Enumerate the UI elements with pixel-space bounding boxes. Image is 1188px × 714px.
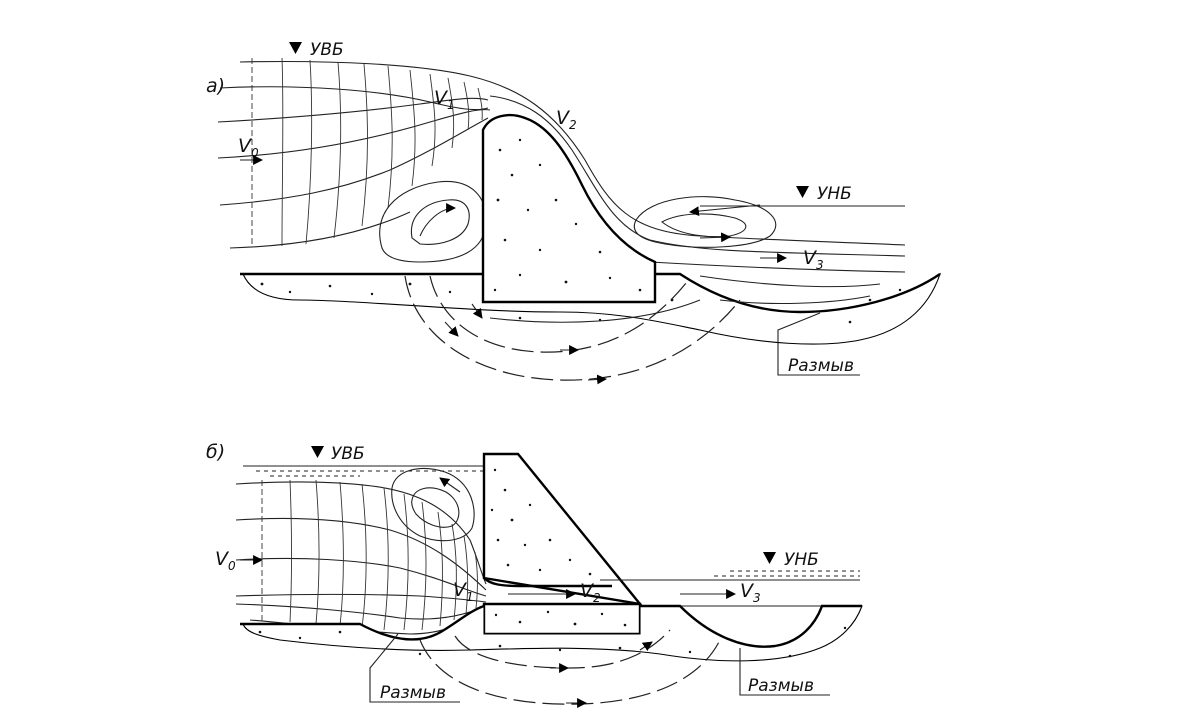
equipotential-lines-b: [261, 479, 478, 631]
ground-line-a: [240, 272, 941, 314]
v3-label-a: V3: [803, 247, 824, 272]
dam-dots-a: [493, 138, 642, 292]
uvb-level-lines-b: [243, 465, 484, 477]
razmyv-leader-a: [777, 312, 860, 376]
triangle-down-icon: [796, 186, 809, 198]
panel-b-label: б): [206, 441, 225, 463]
soil-dots-a: [260, 282, 902, 324]
unb-level-lines-b: [600, 570, 860, 607]
panel-b: б) УВБ: [206, 441, 863, 708]
upstream-streamlines-b: [235, 481, 487, 635]
razmyv-leader-b1: [369, 633, 460, 703]
v1-label-b: V1: [453, 579, 474, 604]
razmyv-leader-b2: [739, 648, 830, 696]
upstream-streamlines-a: [217, 60, 906, 249]
dam-body-a: [481, 114, 657, 304]
downstream-eddy-a: [633, 196, 777, 248]
unb-label-b: УНБ: [784, 550, 819, 570]
razmyv-label-b1: Размыв: [380, 683, 446, 703]
equipotential-lines-a: [251, 57, 483, 247]
v0-label-a: V0: [238, 135, 259, 160]
v0-label-b: V0: [215, 548, 236, 573]
upstream-eddy-a: [379, 180, 487, 263]
v3-label-b: V3: [740, 580, 761, 605]
v2-label-b: V2: [580, 580, 601, 605]
ground-line-b: [240, 604, 862, 648]
seepage-lines-a: [404, 275, 741, 385]
upstream-eddy-b: [391, 468, 475, 542]
unb-label-a: УНБ: [817, 184, 852, 204]
panel-a-label: а): [206, 75, 225, 97]
dam-top-block-b: [482, 452, 643, 606]
dam-base-block-b: [482, 602, 642, 636]
soil-dots-b: [258, 626, 847, 658]
culvert-top-b: [483, 577, 612, 588]
uvb-label-a: УВБ: [310, 40, 344, 60]
seepage-lines-b: [419, 629, 721, 708]
triangle-down-icon: [763, 552, 776, 564]
nappe-line-a: [489, 95, 906, 257]
uvb-label-b: УВБ: [331, 444, 365, 464]
v1-label-a: V1: [434, 87, 455, 112]
razmyv-label-b2: Размыв: [748, 676, 814, 696]
panel-a: а) УВБ: [206, 40, 942, 385]
lower-flow-line-a: [649, 261, 906, 273]
triangle-down-icon: [289, 42, 302, 54]
triangle-down-icon: [311, 446, 324, 458]
v2-label-a: V2: [556, 107, 577, 132]
razmyv-label-a: Размыв: [788, 356, 854, 376]
dam-dots-b: [490, 468, 627, 627]
